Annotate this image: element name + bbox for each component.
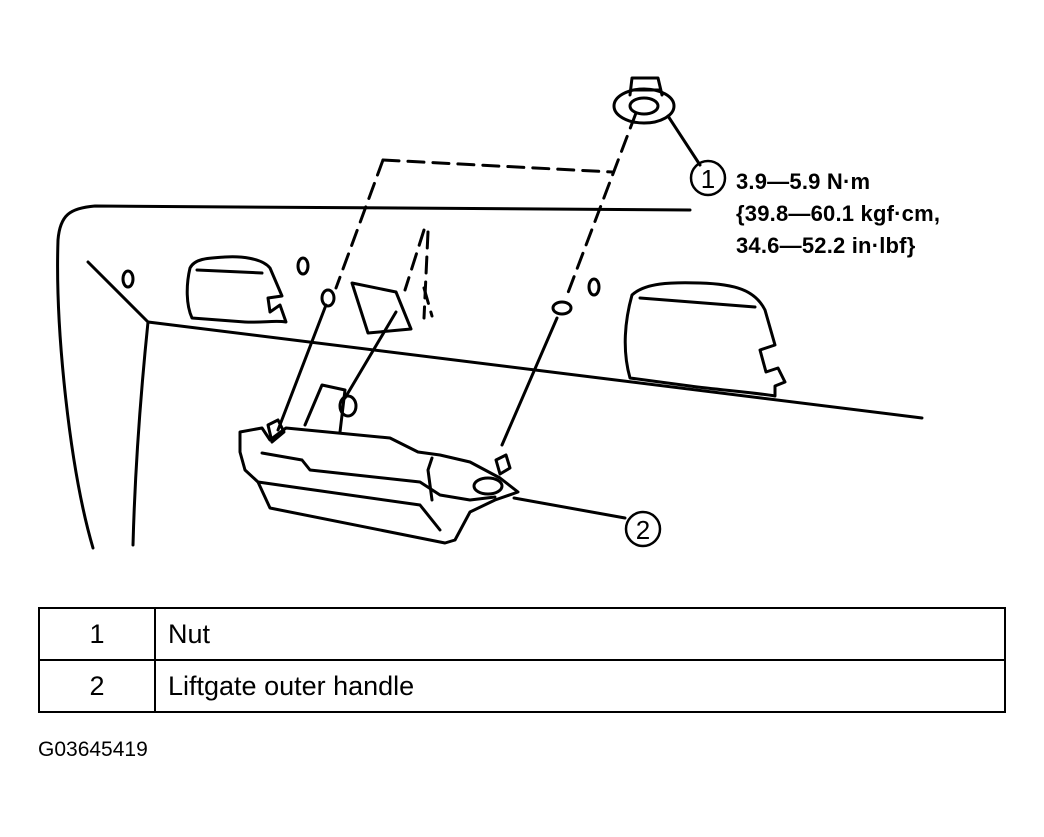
left-bracket [185, 255, 288, 324]
callout-1-number: 1 [701, 164, 715, 194]
torque-spec-line: 3.9—5.9 N·m [736, 169, 871, 194]
part-number: 2 [38, 659, 156, 713]
stud-hole-left [320, 288, 336, 308]
right-bracket [623, 281, 787, 398]
callout-2-leader [512, 496, 627, 520]
part-number: 1 [38, 607, 156, 661]
table-row: 2 Liftgate outer handle [38, 659, 1006, 713]
stud-line-left [276, 303, 328, 432]
part-description: Liftgate outer handle [154, 659, 1006, 713]
torque-spec: 3.9—5.9 N·m {39.8—60.1 kgf·cm, 34.6—52.2… [736, 166, 940, 262]
stud-line-right [500, 316, 559, 447]
liftgate-panel [56, 204, 692, 550]
table-row: 1 Nut [38, 607, 1006, 661]
torque-spec-line: 34.6—52.2 in·lbf} [736, 233, 916, 258]
stud-hole-right [551, 300, 573, 316]
part-description: Nut [154, 607, 1006, 661]
panel-hole [121, 269, 135, 289]
torque-spec-line: {39.8—60.1 kgf·cm, [736, 201, 941, 226]
liftgate-handle-diagram: 1 2 [56, 76, 924, 550]
callout-1-circle [689, 159, 727, 197]
parts-legend-table: 1 Nut 2 Liftgate outer handle [38, 607, 1006, 713]
liftgate-edge-line [86, 260, 150, 324]
figure-id: G03645419 [38, 738, 148, 761]
gasket-pad [350, 281, 413, 335]
liftgate-lower-edge [131, 320, 150, 547]
callout-1-leader [666, 114, 702, 167]
nut [612, 76, 676, 125]
panel-hole [587, 277, 601, 297]
callout-2-circle [624, 510, 662, 548]
callout-2-number: 2 [636, 515, 650, 545]
panel-hole [296, 256, 310, 276]
